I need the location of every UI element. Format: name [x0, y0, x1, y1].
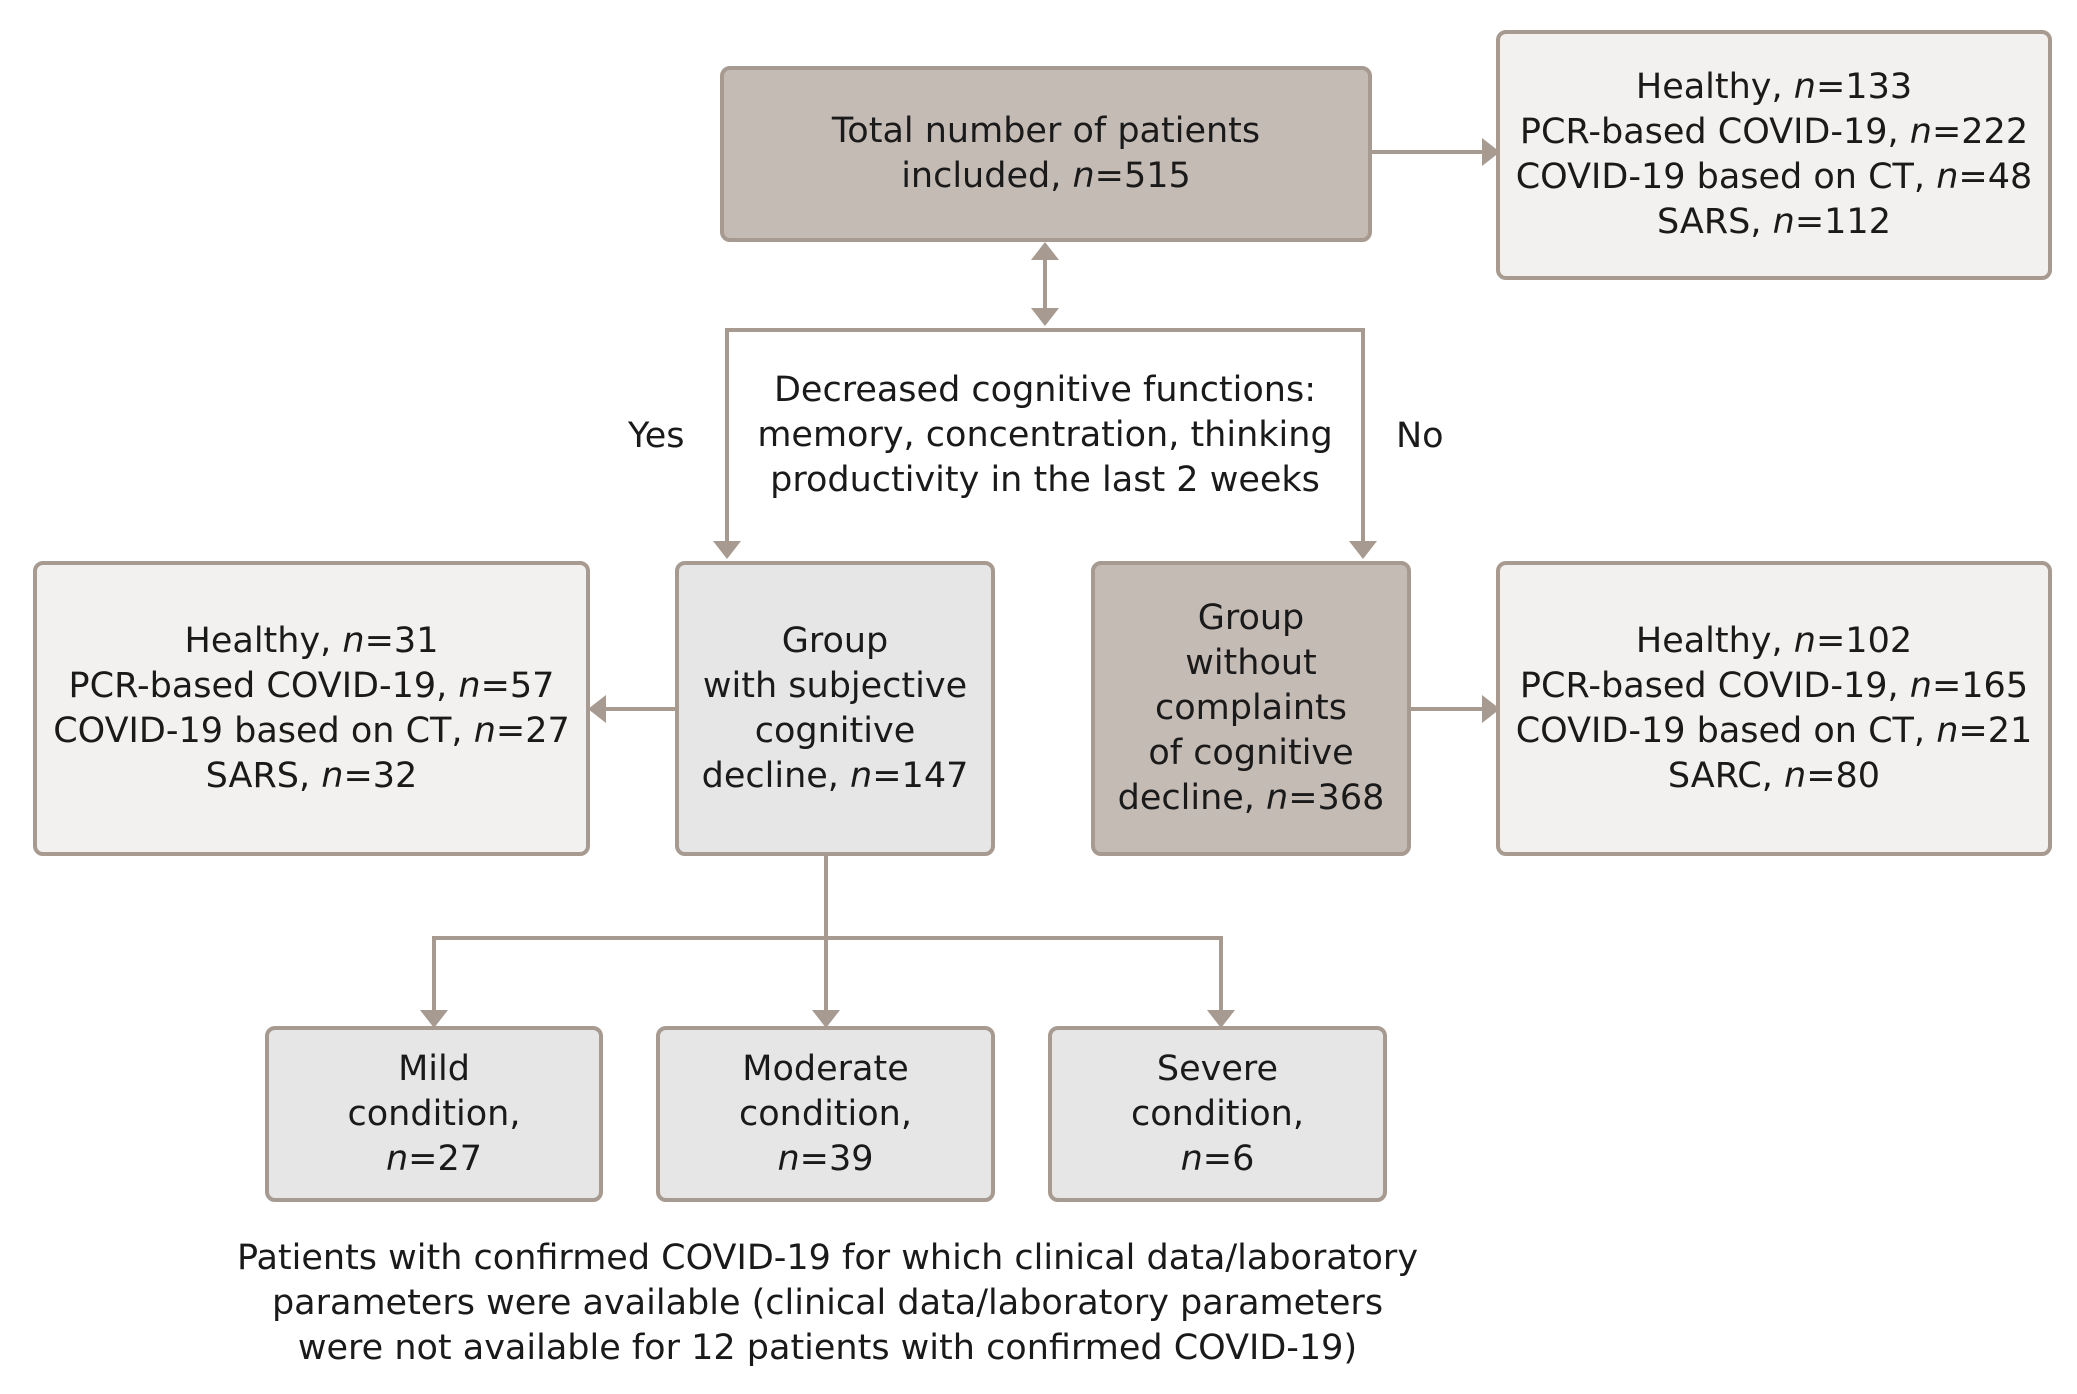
mild-condition-box: Mild condition, n=27 — [265, 1026, 603, 1202]
no-complaint-breakdown-ct: COVID-19 based on CT, n=21 — [1515, 710, 2033, 751]
arrowhead-down-question — [1031, 308, 1059, 326]
severe-line-2: condition, — [1131, 1093, 1304, 1134]
arrowhead-up-total — [1031, 242, 1059, 260]
footnote-line-1: Patients with confirmed COVID-19 for whi… — [236, 1238, 1419, 1278]
no-complaint-line-2: without — [1185, 643, 1317, 683]
decline-group-line-3: cognitive — [754, 710, 916, 751]
question-line-1: Decreased cognitive functions: — [773, 370, 1317, 410]
total-breakdown-box: Healthy, n=133 PCR-based COVID-19, n=222… — [1496, 30, 2052, 280]
decline-breakdown-sars: SARS, n=32 — [205, 755, 418, 796]
footnote-line-3: were not available for 12 patients with … — [297, 1328, 1358, 1368]
connector-yes-no-split — [725, 328, 1365, 543]
severe-line-3: n=6 — [1180, 1138, 1255, 1179]
no-complaint-line-5: decline, n=368 — [1117, 778, 1385, 818]
no-complaint-group-box: Group without complaints of cognitive de… — [1091, 561, 1411, 856]
decline-breakdown-box: Healthy, n=31 PCR-based COVID-19, n=57 C… — [33, 561, 590, 856]
total-breakdown-healthy: Healthy, n=133 — [1635, 67, 1913, 107]
decline-group-line-4: decline, n=147 — [701, 755, 969, 796]
decline-breakdown-ct: COVID-19 based on CT, n=27 — [53, 710, 570, 751]
decline-breakdown-pcr: PCR-based COVID-19, n=57 — [68, 665, 555, 706]
arrowhead-decline-breakdown — [588, 695, 606, 723]
no-complaint-line-4: of cognitive — [1148, 733, 1354, 773]
total-breakdown-pcr: PCR-based COVID-19, n=222 — [1519, 112, 2029, 152]
footnote-line-2: parameters were available (clinical data… — [271, 1283, 1384, 1323]
question-text: Decreased cognitive functions: memory, c… — [740, 368, 1350, 503]
no-complaint-breakdown-sarc: SARC, n=80 — [1667, 755, 1881, 796]
total-line-1: Total number of patients — [831, 111, 1261, 151]
total-patients-box: Total number of patients included, n=515 — [720, 66, 1372, 242]
moderate-line-2: condition, — [739, 1093, 912, 1134]
decline-group-line-1: Group — [781, 620, 889, 661]
no-complaint-breakdown-healthy: Healthy, n=102 — [1635, 620, 1913, 661]
connector-severity-split — [432, 936, 1223, 1012]
footnote: Patients with confirmed COVID-19 for whi… — [180, 1236, 1475, 1371]
severe-line-1: Severe — [1156, 1048, 1279, 1089]
moderate-line-3: n=39 — [777, 1138, 874, 1179]
arrowhead-total-breakdown — [1482, 138, 1500, 166]
arrowhead-yes — [713, 541, 741, 559]
no-complaint-breakdown-pcr: PCR-based COVID-19, n=165 — [1519, 665, 2029, 706]
total-breakdown-sars: SARS, n=112 — [1657, 202, 1891, 242]
decline-breakdown-healthy: Healthy, n=31 — [184, 620, 439, 661]
decline-group-box: Group with subjective cognitive decline,… — [675, 561, 995, 856]
total-line-2: included, n=515 — [901, 156, 1191, 196]
mild-line-1: Mild — [398, 1048, 470, 1089]
no-label: No — [1396, 416, 1444, 456]
arrowhead-no — [1349, 541, 1377, 559]
arrowhead-mild — [420, 1010, 448, 1028]
arrowhead-nocomplaint-breakdown — [1482, 695, 1500, 723]
severe-condition-box: Severe condition, n=6 — [1048, 1026, 1387, 1202]
total-breakdown-ct: COVID-19 based on CT, n=48 — [1515, 157, 2033, 197]
decline-group-line-2: with subjective — [702, 665, 968, 706]
arrowhead-severe — [1207, 1010, 1235, 1028]
question-line-3: productivity in the last 2 weeks — [770, 460, 1320, 500]
question-line-2: memory, concentration, thinking — [757, 415, 1333, 455]
mild-line-3: n=27 — [385, 1138, 483, 1179]
moderate-line-1: Moderate — [742, 1048, 909, 1089]
mild-line-2: condition, — [347, 1093, 521, 1134]
no-complaint-line-3: complaints — [1154, 688, 1347, 728]
no-complaint-line-1: Group — [1197, 598, 1305, 638]
no-complaint-breakdown-box: Healthy, n=102 PCR-based COVID-19, n=165… — [1496, 561, 2052, 856]
arrowhead-moderate — [812, 1010, 840, 1028]
moderate-condition-box: Moderate condition, n=39 — [656, 1026, 995, 1202]
yes-label: Yes — [628, 416, 685, 456]
